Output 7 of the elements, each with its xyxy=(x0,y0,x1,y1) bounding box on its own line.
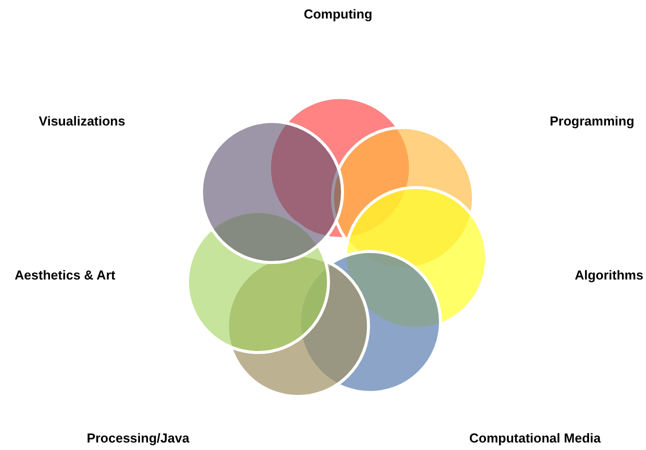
category-label: Visualizations xyxy=(38,114,126,128)
category-label: Processing/Java xyxy=(86,430,190,446)
category-label: Computing xyxy=(304,6,372,22)
category-label: Aesthetics & Art xyxy=(14,268,116,282)
category-label: Algorithms xyxy=(574,268,644,282)
category-label: Programming xyxy=(550,114,634,128)
category-label: Computational Media xyxy=(469,430,601,446)
